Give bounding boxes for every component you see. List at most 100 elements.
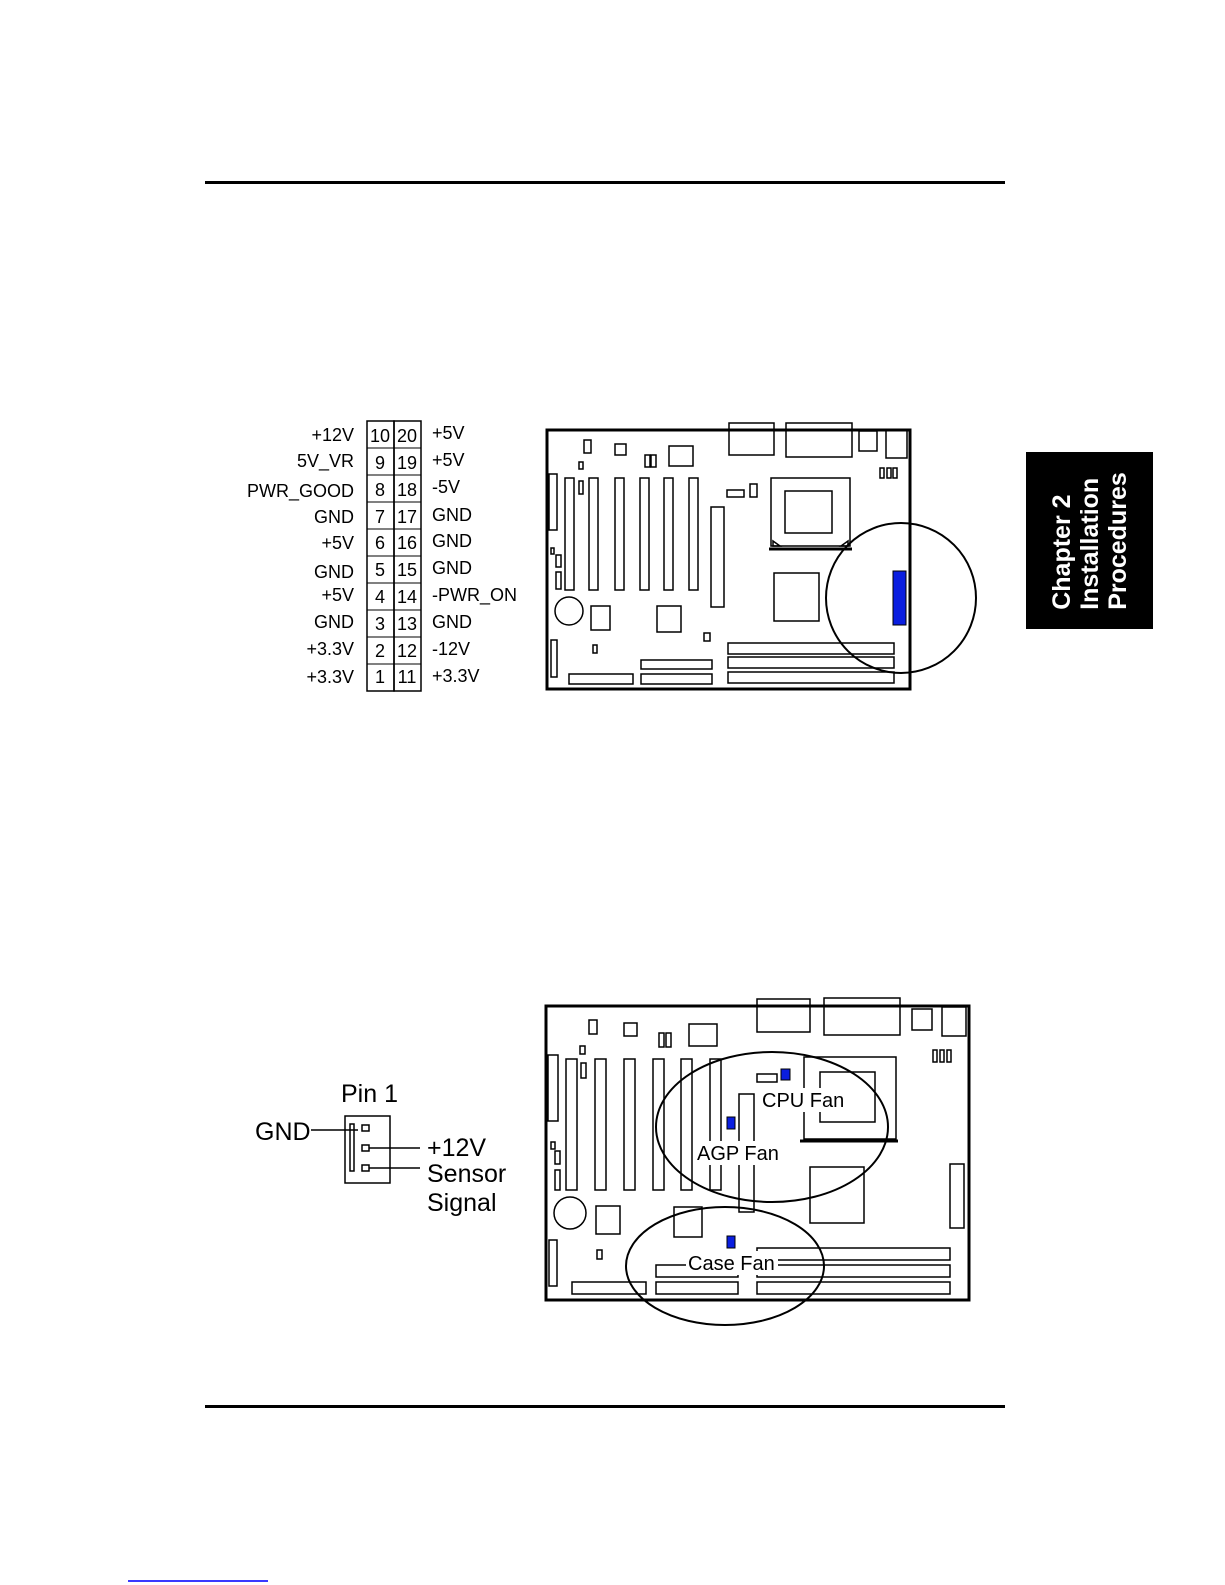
component	[593, 645, 597, 653]
right-pin-number: 15	[397, 560, 417, 580]
fan-pin	[362, 1145, 369, 1151]
component	[947, 1050, 951, 1062]
left-pin-number: 8	[375, 480, 385, 500]
component	[645, 455, 650, 467]
io-port	[886, 430, 907, 458]
left-pin-number: 4	[375, 587, 385, 607]
cpu-socket	[771, 478, 850, 546]
io-port	[859, 431, 877, 451]
component	[580, 1046, 585, 1054]
component	[615, 444, 626, 455]
connector	[548, 1055, 558, 1121]
floppy-connector	[569, 674, 633, 684]
connector	[549, 474, 557, 530]
right-pin-number: 13	[397, 614, 417, 634]
component	[659, 1033, 664, 1047]
left-pin-label: +3.3V	[306, 639, 354, 659]
right-pin-label: +3.3V	[432, 666, 480, 686]
right-pin-number: 14	[397, 587, 417, 607]
right-pin-label: GND	[432, 612, 472, 632]
atx-power-connector-diagram: +12V 10 20 +5V 5V_VR 9 19 +5V PWR_GOOD 8…	[247, 421, 517, 691]
right-pin-label: GND	[432, 558, 472, 578]
atx-power-connector-highlight	[893, 571, 906, 625]
connector	[950, 1164, 964, 1228]
left-pin-number: 2	[375, 641, 385, 661]
component	[551, 548, 554, 554]
component	[579, 462, 583, 469]
component	[940, 1050, 944, 1062]
fan-pin	[362, 1125, 369, 1131]
component	[651, 455, 656, 467]
ide-connector	[641, 674, 712, 684]
component	[880, 468, 884, 478]
signal-label: Signal	[427, 1189, 497, 1217]
right-pin-number: 12	[397, 641, 417, 661]
chip	[689, 1024, 717, 1046]
right-pin-number: 11	[398, 667, 417, 687]
component	[555, 1170, 560, 1190]
io-port	[824, 998, 900, 1035]
chip	[591, 606, 610, 630]
left-pin-number: 10	[370, 426, 390, 446]
chipset	[774, 573, 819, 621]
12v-label: +12V	[427, 1134, 486, 1162]
right-pin-number: 16	[397, 533, 417, 553]
right-pin-label: -5V	[432, 477, 460, 497]
left-pin-number: 5	[375, 560, 385, 580]
left-pin-number: 7	[375, 507, 385, 527]
left-pin-number: 6	[375, 533, 385, 553]
left-pin-number: 3	[375, 614, 385, 634]
left-pin-number: 9	[375, 453, 385, 473]
component	[727, 490, 744, 497]
fan-pin	[362, 1165, 369, 1171]
component	[887, 468, 891, 478]
left-pin-label: +12V	[311, 425, 354, 445]
component	[551, 1142, 555, 1149]
pci-slot	[710, 1059, 721, 1190]
component	[556, 572, 561, 589]
io-port	[729, 423, 774, 455]
dimm-slot	[757, 1282, 950, 1294]
right-pin-number: 20	[397, 426, 417, 446]
connector	[551, 640, 557, 677]
pci-slot	[653, 1059, 664, 1190]
pci-slot	[615, 478, 624, 590]
right-pin-label: -PWR_ON	[432, 585, 517, 606]
chip	[596, 1206, 620, 1234]
chip	[657, 606, 681, 632]
floppy-connector	[572, 1282, 646, 1294]
ide-connector	[656, 1282, 738, 1294]
motherboard-layout-1	[547, 423, 976, 689]
left-pin-number: 1	[375, 667, 385, 687]
component	[624, 1023, 637, 1036]
component	[556, 555, 561, 567]
dimm-slot	[757, 1265, 950, 1277]
component	[933, 1050, 937, 1062]
case-fan-label: Case Fan	[688, 1253, 775, 1275]
sensor-label: Sensor	[427, 1160, 506, 1188]
ide-connector	[641, 660, 712, 669]
fan-header-key	[350, 1124, 354, 1171]
pci-slot	[664, 478, 673, 590]
component	[757, 1074, 777, 1082]
component	[893, 468, 897, 478]
left-pin-label: +5V	[321, 585, 354, 605]
chip	[669, 446, 693, 466]
component	[597, 1250, 602, 1259]
agp-fan-header	[727, 1117, 735, 1129]
component	[579, 481, 583, 494]
left-pin-label: GND	[314, 562, 354, 582]
right-pin-number: 17	[397, 507, 417, 527]
pci-slot	[589, 478, 598, 590]
pci-slot	[595, 1059, 606, 1190]
fan-header-outline	[345, 1116, 390, 1183]
component	[589, 1020, 597, 1034]
agp-fan-label: AGP Fan	[697, 1143, 779, 1165]
component	[666, 1033, 671, 1047]
pci-slot	[624, 1059, 635, 1190]
cpu-socket-core	[785, 491, 832, 533]
component	[750, 484, 757, 497]
pci-slot	[640, 478, 649, 590]
pin1-label: Pin 1	[341, 1080, 398, 1108]
